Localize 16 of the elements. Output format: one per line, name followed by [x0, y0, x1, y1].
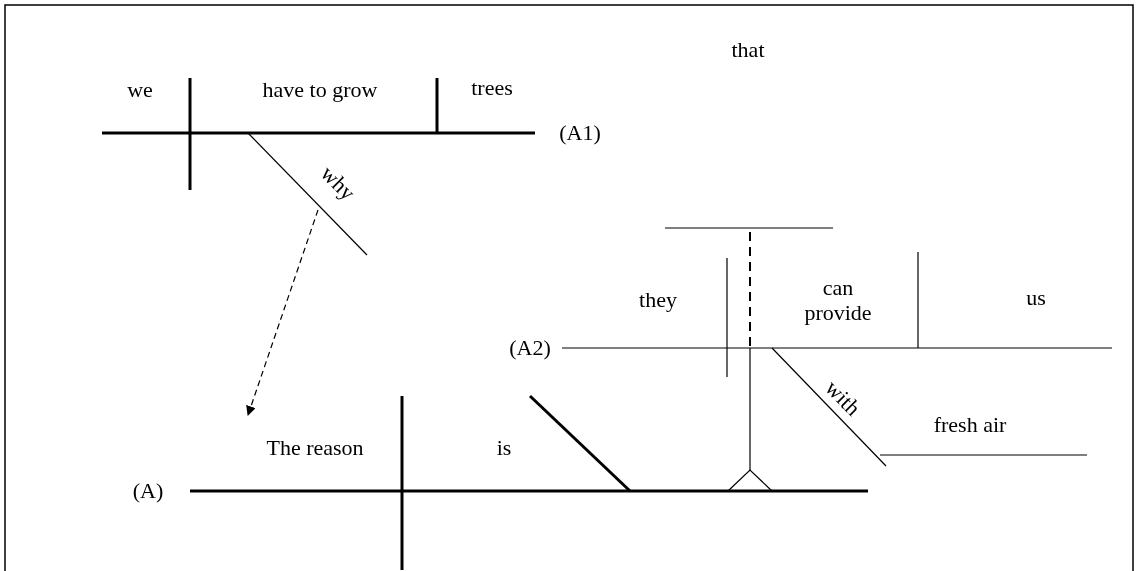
clause-marker: (A2) [509, 335, 551, 361]
word-label: trees [471, 75, 513, 101]
clause-marker: (A) [132, 478, 164, 504]
word-label: that [731, 37, 765, 63]
word-label: us [1026, 285, 1046, 311]
word-label: fresh air [933, 412, 1007, 438]
word-label: we [127, 77, 153, 103]
word-label: they [639, 287, 677, 313]
word-label: can provide [803, 274, 873, 326]
clause-marker: (A1) [559, 120, 601, 146]
word-label: The reason [266, 435, 364, 461]
dashed-arrow [246, 209, 319, 416]
word-label: why [315, 160, 361, 206]
word-label: is [496, 435, 512, 461]
word-label: have to grow [262, 77, 378, 103]
word-label: with [820, 375, 866, 421]
